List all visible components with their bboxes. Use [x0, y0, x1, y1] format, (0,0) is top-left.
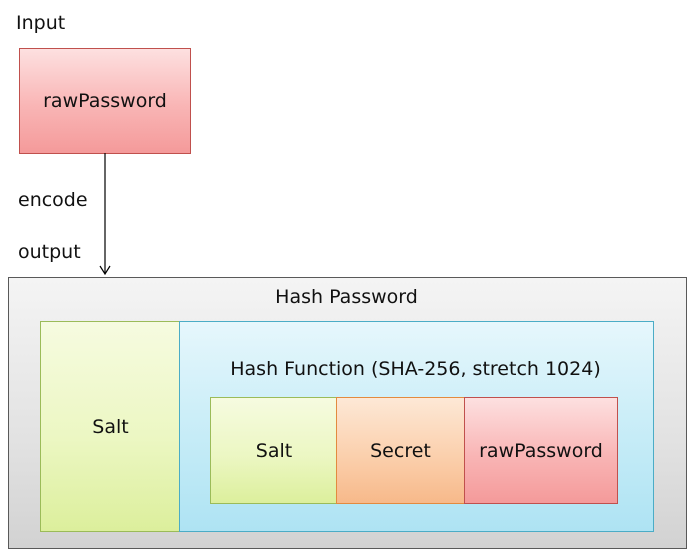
secret-label: Secret [370, 439, 431, 462]
encode-label: encode [18, 189, 88, 211]
raw-password-inner-label: rawPassword [479, 439, 603, 462]
input-label: Input [16, 12, 66, 34]
raw-password-input-box: rawPassword [19, 48, 191, 154]
secret-box: Secret [336, 397, 465, 504]
salt-inner-label: Salt [255, 439, 293, 462]
salt-outer-label: Salt [92, 415, 129, 438]
hash-function-title: Hash Function (SHA-256, stretch 1024) [230, 358, 601, 380]
salt-inner-box: Salt [210, 397, 338, 504]
output-label: output [18, 241, 81, 263]
raw-password-inner-box: rawPassword [464, 397, 618, 504]
salt-outer-box: Salt [40, 321, 181, 532]
raw-password-input-label: rawPassword [43, 90, 167, 112]
hash-password-title: Hash Password [275, 286, 418, 308]
